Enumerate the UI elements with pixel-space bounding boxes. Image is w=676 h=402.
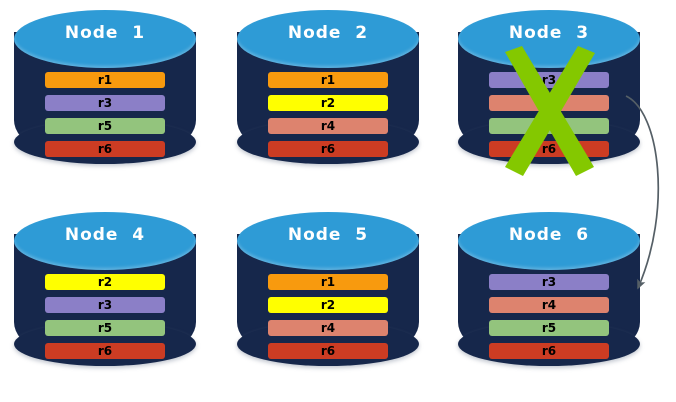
replica-label: r5: [541, 119, 557, 133]
replica-label: r2: [320, 298, 336, 312]
replica-bar-r4[interactable]: r4: [489, 297, 609, 313]
replica-label: r3: [97, 96, 113, 110]
replica-list: r1 r3 r5 r6: [45, 72, 165, 164]
cylinder-top-ellipse: [458, 10, 640, 68]
replica-label: r5: [97, 119, 113, 133]
replica-bar-r5[interactable]: r5: [45, 118, 165, 134]
replica-list: r2 r3 r5 r6: [45, 274, 165, 366]
cylinder-top-ellipse: [14, 10, 196, 68]
replica-label: r3: [541, 275, 557, 289]
replica-bar-r4[interactable]: r4: [489, 95, 609, 111]
replica-label: r6: [97, 142, 113, 156]
replica-bar-r1[interactable]: r1: [268, 274, 388, 290]
replica-bar-r3[interactable]: r3: [45, 95, 165, 111]
replica-bar-r6[interactable]: r6: [45, 141, 165, 157]
replica-label: r1: [97, 73, 113, 87]
replica-label: r6: [541, 344, 557, 358]
replica-bar-r4[interactable]: r4: [268, 320, 388, 336]
cylinder-top-ellipse: [14, 212, 196, 270]
replica-label: r3: [541, 73, 557, 87]
replica-label: r4: [320, 321, 336, 335]
replica-bar-r6[interactable]: r6: [45, 343, 165, 359]
replica-list: r1 r2 r4 r6: [268, 274, 388, 366]
replica-label: r6: [320, 142, 336, 156]
replica-label: r5: [97, 321, 113, 335]
replica-label: r3: [97, 298, 113, 312]
replica-label: r2: [320, 96, 336, 110]
replica-bar-r1[interactable]: r1: [268, 72, 388, 88]
replica-bar-r6[interactable]: r6: [268, 141, 388, 157]
replica-list: r3 r4 r5 r6: [489, 72, 609, 164]
replica-label: r1: [320, 275, 336, 289]
cylinder-top-ellipse: [237, 212, 419, 270]
cylinder-top-ellipse: [458, 212, 640, 270]
replica-label: r2: [97, 275, 113, 289]
replica-label: r4: [541, 96, 557, 110]
replica-bar-r2[interactable]: r2: [268, 297, 388, 313]
cylinder-top-ellipse: [237, 10, 419, 68]
replica-label: r4: [541, 298, 557, 312]
replica-bar-r4[interactable]: r4: [268, 118, 388, 134]
replica-list: r3 r4 r5 r6: [489, 274, 609, 366]
replica-bar-r3[interactable]: r3: [45, 297, 165, 313]
replica-label: r1: [320, 73, 336, 87]
replica-label: r4: [320, 119, 336, 133]
replica-list: r1 r2 r4 r6: [268, 72, 388, 164]
replica-bar-r2[interactable]: r2: [45, 274, 165, 290]
replica-bar-r5[interactable]: r5: [45, 320, 165, 336]
replica-label: r6: [320, 344, 336, 358]
replica-bar-r2[interactable]: r2: [268, 95, 388, 111]
replica-bar-r6[interactable]: r6: [268, 343, 388, 359]
replica-label: r5: [541, 321, 557, 335]
replica-bar-r6[interactable]: r6: [489, 343, 609, 359]
replica-bar-r5[interactable]: r5: [489, 118, 609, 134]
replica-label: r6: [541, 142, 557, 156]
replica-bar-r6[interactable]: r6: [489, 141, 609, 157]
replica-bar-r3[interactable]: r3: [489, 274, 609, 290]
replica-bar-r1[interactable]: r1: [45, 72, 165, 88]
replica-bar-r5[interactable]: r5: [489, 320, 609, 336]
replica-label: r6: [97, 344, 113, 358]
replica-bar-r3[interactable]: r3: [489, 72, 609, 88]
